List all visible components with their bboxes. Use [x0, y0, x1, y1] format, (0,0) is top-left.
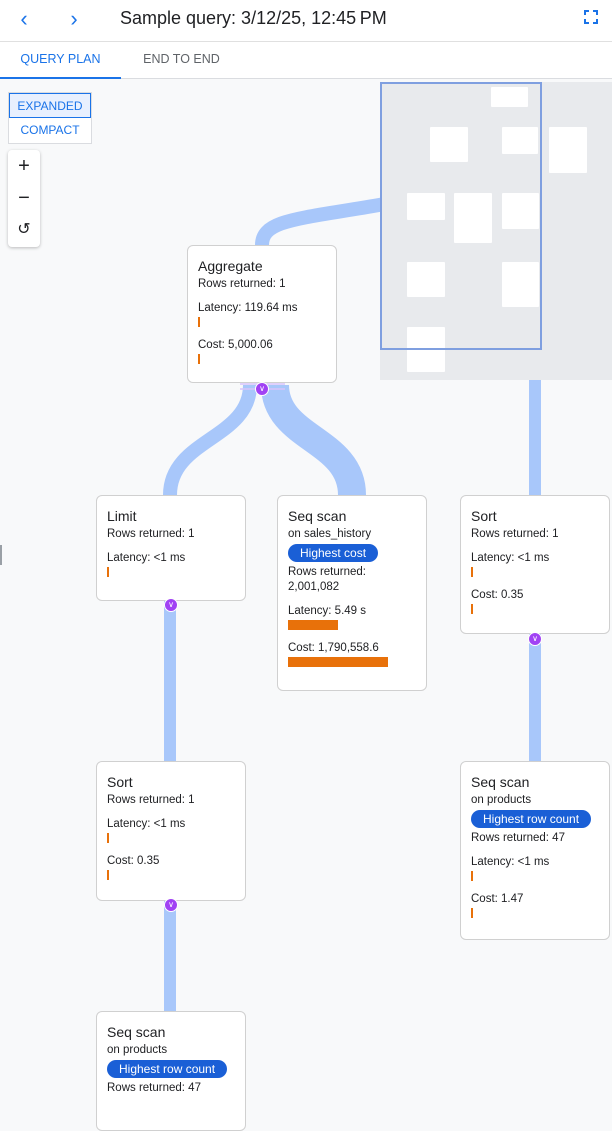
cost: Cost: 5,000.06: [198, 339, 273, 351]
cost: Cost: 0.35: [107, 855, 160, 867]
latency: Latency: <1 ms: [107, 552, 186, 564]
latency: Latency: 119.64 ms: [198, 302, 298, 314]
rows-returned: Rows returned: 47: [107, 1082, 201, 1094]
chevron-left-icon[interactable]: ‹: [20, 6, 28, 31]
status-badge: Highest row count: [471, 810, 592, 828]
tab-query-plan[interactable]: QUERY PLAN: [0, 42, 121, 79]
rows-returned-label: Rows returned:: [288, 566, 366, 578]
rows-returned: Rows returned: 1: [471, 528, 559, 540]
rows-returned: Rows returned: 1: [107, 794, 195, 806]
zoom-controls: + − ↺: [8, 150, 40, 247]
rows-returned: Rows returned: 1: [198, 278, 286, 290]
node-seq-scan-products-left[interactable]: Seq scan on products Highest row count R…: [96, 1011, 246, 1131]
status-badge: Highest row count: [107, 1060, 228, 1078]
reset-zoom-button[interactable]: ↺: [17, 221, 31, 238]
node-title: Sort: [107, 774, 133, 790]
node-title: Seq scan: [471, 774, 530, 790]
cost: Cost: 1.47: [471, 893, 524, 905]
zoom-out-button[interactable]: −: [18, 187, 30, 209]
status-badge: Highest cost: [288, 544, 379, 562]
plan-links: [163, 197, 541, 1011]
cost-bar: [107, 870, 109, 880]
cost: Cost: 0.35: [471, 589, 524, 601]
rows-returned-value: 2,001,082: [288, 581, 340, 593]
view-mode-toggle: EXPANDED COMPACT: [8, 92, 92, 144]
node-limit[interactable]: Limit Rows returned: 1 Latency: <1 ms: [96, 495, 246, 601]
expand-chevron-icon[interactable]: ∨: [528, 632, 542, 646]
node-seq-scan-sales-history[interactable]: Seq scan on sales_history Highest cost R…: [277, 495, 427, 691]
relation: on products: [471, 794, 532, 806]
node-title: Seq scan: [288, 508, 347, 524]
latency-bar: [107, 833, 109, 843]
node-seq-scan-products-right[interactable]: Seq scan on products Highest row count R…: [460, 761, 610, 940]
expand-chevron-icon[interactable]: ∨: [164, 898, 178, 912]
latency-bar: [471, 567, 473, 577]
resize-handle[interactable]: [0, 545, 2, 565]
relation: on sales_history: [288, 528, 372, 540]
latency: Latency: <1 ms: [107, 818, 186, 830]
fullscreen-icon[interactable]: [584, 10, 598, 24]
expanded-button[interactable]: EXPANDED: [9, 93, 91, 118]
latency: Latency: 5.49 s: [288, 605, 366, 617]
latency-bar: [288, 620, 338, 630]
node-sort-right[interactable]: Sort Rows returned: 1 Latency: <1 ms Cos…: [460, 495, 610, 634]
node-title: Sort: [471, 508, 497, 524]
chevron-right-icon[interactable]: ›: [70, 6, 78, 31]
relation: on products: [107, 1044, 168, 1056]
cost-bar: [288, 657, 388, 667]
link-aggregate-limit: [163, 384, 257, 496]
tab-bar: QUERY PLAN END TO END: [0, 42, 612, 79]
cost-bar: [471, 604, 473, 614]
node-title: Limit: [107, 508, 137, 524]
link-aggregate-seqscan: [261, 383, 366, 497]
node-title: Aggregate: [198, 258, 263, 274]
cost-bar: [471, 908, 473, 918]
expand-chevron-icon[interactable]: ∨: [164, 598, 178, 612]
latency-bar: [471, 871, 473, 881]
latency-bar: [107, 567, 109, 577]
node-aggregate[interactable]: Aggregate Rows returned: 1 Latency: 119.…: [187, 245, 337, 383]
latency: Latency: <1 ms: [471, 552, 550, 564]
node-title: Seq scan: [107, 1024, 166, 1040]
latency: Latency: <1 ms: [471, 856, 550, 868]
page-title: Sample query: 3/12/25, 12:45 PM: [120, 8, 387, 28]
rows-returned: Rows returned: 1: [107, 528, 195, 540]
cost-bar: [198, 354, 200, 364]
node-sort-left[interactable]: Sort Rows returned: 1 Latency: <1 ms Cos…: [96, 761, 246, 901]
minimap[interactable]: [380, 82, 612, 380]
latency-bar: [198, 317, 200, 327]
minimap-viewport[interactable]: [380, 82, 542, 350]
header: ‹ › Sample query: 3/12/25, 12:45 PM: [0, 0, 612, 42]
compact-button[interactable]: COMPACT: [20, 123, 80, 137]
expand-chevron-icon[interactable]: ∨: [255, 382, 269, 396]
tab-end-to-end[interactable]: END TO END: [143, 52, 220, 66]
cost: Cost: 1,790,558.6: [288, 642, 379, 654]
link-aggregate-parent: [255, 197, 387, 246]
zoom-in-button[interactable]: +: [18, 155, 30, 177]
rows-returned: Rows returned: 47: [471, 832, 565, 844]
